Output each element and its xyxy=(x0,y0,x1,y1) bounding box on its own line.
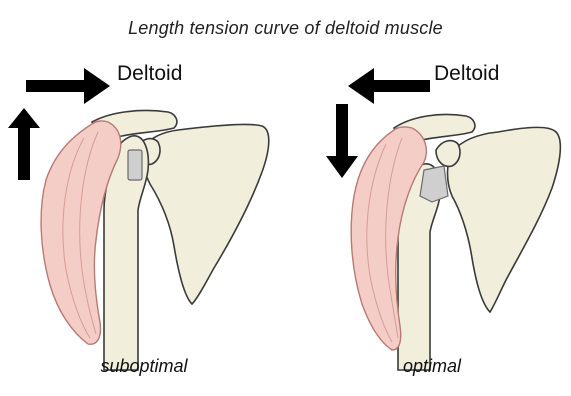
cartilage-left xyxy=(128,150,142,180)
caption-suboptimal: suboptimal xyxy=(64,356,224,377)
scapula-right xyxy=(448,127,561,312)
cartilage-right xyxy=(420,166,448,202)
deltoid-label-right: Deltoid xyxy=(434,62,499,86)
glenoid-right xyxy=(436,141,460,167)
deltoid-label-left: Deltoid xyxy=(117,62,182,86)
arrow-up-icon xyxy=(8,108,40,180)
left-panel xyxy=(8,68,269,370)
right-panel xyxy=(326,68,560,370)
caption-optimal: optimal xyxy=(352,356,512,377)
arrow-right-icon xyxy=(26,68,110,104)
arrow-down-icon xyxy=(326,104,358,178)
arrow-left-icon xyxy=(348,68,430,104)
